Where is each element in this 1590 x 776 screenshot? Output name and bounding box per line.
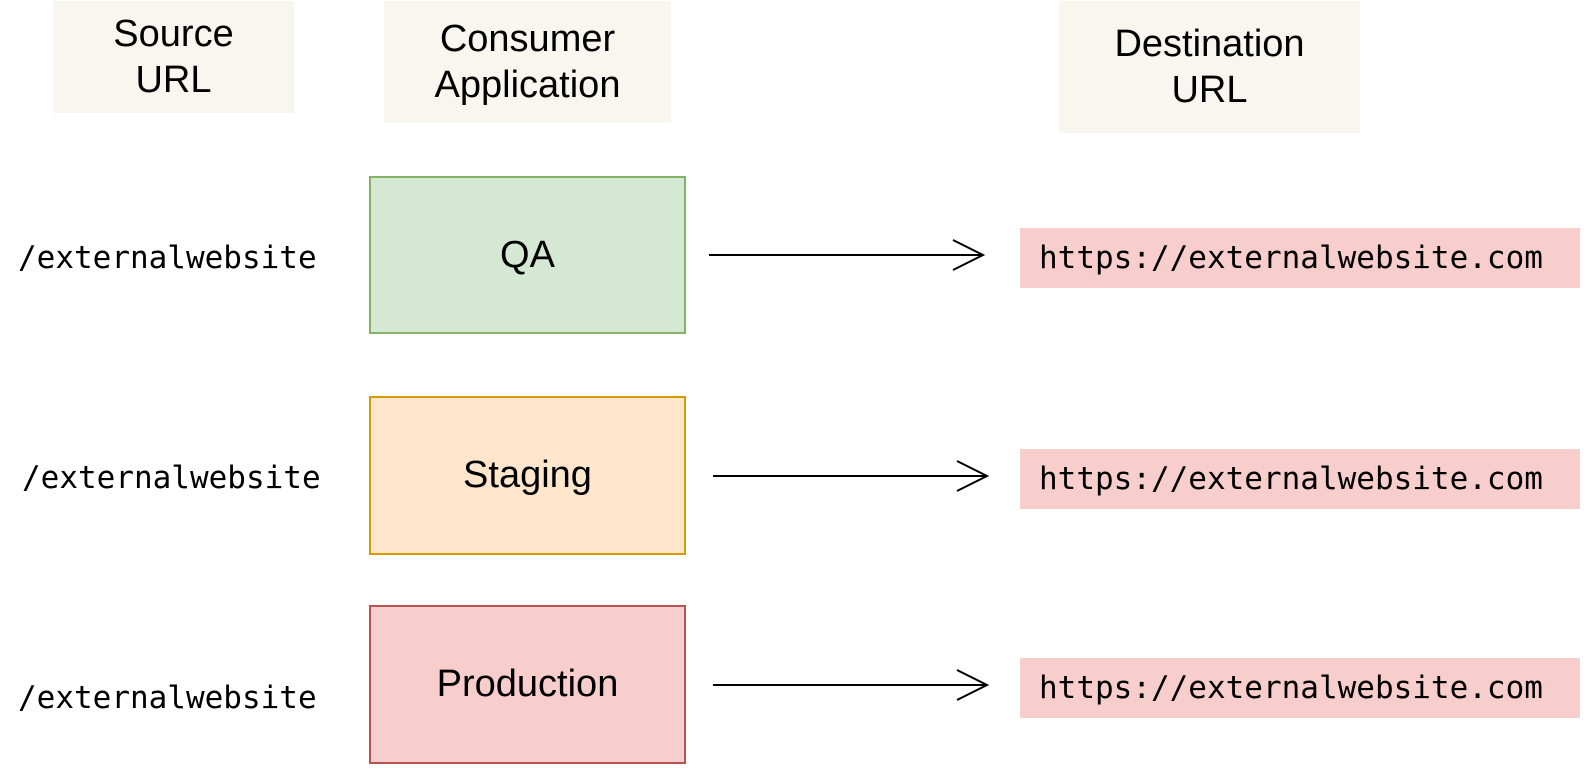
source-url-qa: /externalwebsite (18, 240, 317, 276)
environment-box-staging: Staging (369, 396, 686, 555)
consumer-application-header: Consumer Application (384, 1, 671, 123)
source-url-staging: /externalwebsite (22, 460, 321, 496)
environment-label-staging: Staging (463, 454, 592, 496)
arrow-staging (713, 460, 990, 492)
destination-url-qa: https://externalwebsite.com (1020, 228, 1580, 288)
environment-box-production: Production (369, 605, 686, 764)
source-url-production: /externalwebsite (18, 680, 317, 716)
destination-url-production: https://externalwebsite.com (1020, 658, 1580, 718)
arrow-qa (709, 239, 986, 271)
environment-box-qa: QA (369, 176, 686, 334)
arrow-production (713, 669, 990, 701)
environment-label-production: Production (436, 663, 619, 705)
environment-label-qa: QA (500, 233, 555, 276)
source-url-header: Source URL (53, 1, 294, 113)
destination-url-header: Destination URL (1059, 1, 1360, 133)
destination-url-staging: https://externalwebsite.com (1020, 449, 1580, 509)
